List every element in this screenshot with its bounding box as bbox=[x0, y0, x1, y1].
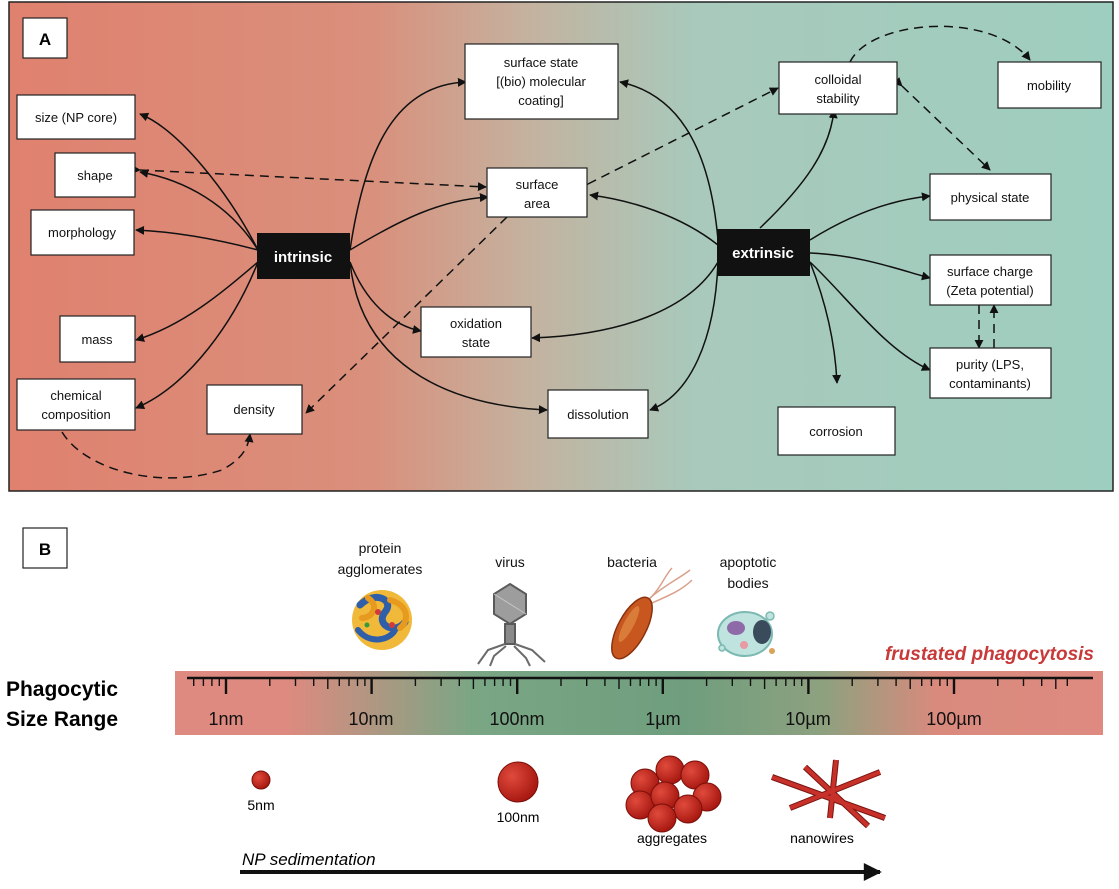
node-size: size (NP core) bbox=[35, 110, 117, 125]
node-dissolution-box bbox=[547, 389, 649, 439]
node-physical-state-box bbox=[929, 173, 1052, 221]
dashed-arrow-colloidal-physical bbox=[893, 77, 991, 171]
arrow-extrinsic-dissolution bbox=[649, 261, 719, 412]
node-surface-charge-line-2: (Zeta potential) bbox=[946, 283, 1033, 298]
node-surface-area-line-1: surface bbox=[516, 177, 559, 192]
particle-5nm-label: 5nm bbox=[247, 797, 274, 813]
panel-a-label: A bbox=[39, 30, 51, 49]
hub-intrinsic-box bbox=[257, 233, 350, 279]
particle-100nm-label: 100nm bbox=[497, 809, 540, 825]
scale-ticks bbox=[192, 678, 1069, 694]
node-size-box bbox=[16, 94, 136, 140]
dashed-arrow-chemical-density bbox=[61, 431, 254, 479]
dashed-arrow-shape-surface-area bbox=[131, 165, 487, 192]
scale-label-10um: 10µm bbox=[785, 709, 830, 729]
virus-icon bbox=[477, 582, 546, 667]
axis-title-line-1: Phagocytic bbox=[6, 678, 118, 701]
node-density: density bbox=[233, 402, 275, 417]
node-purity-line-2: contaminants) bbox=[949, 376, 1031, 391]
scale-label-1um: 1µm bbox=[645, 709, 680, 729]
node-colloidal-line-2: stability bbox=[816, 91, 860, 106]
node-purity-line-1: purity (LPS, bbox=[956, 357, 1024, 372]
scale-label-10nm: 10nm bbox=[348, 709, 393, 729]
entity-apoptotic-line-1: apoptotic bbox=[720, 554, 777, 570]
node-shape: shape bbox=[77, 168, 112, 183]
node-surface-state-box bbox=[464, 43, 619, 120]
arrow-extrinsic-physical bbox=[809, 192, 931, 241]
frustrated-phagocytosis-label: frustated phagocytosis bbox=[885, 644, 1094, 665]
nanowire-bundle bbox=[770, 759, 887, 829]
arrow-extrinsic-purity bbox=[809, 261, 931, 371]
node-shape-box bbox=[54, 152, 136, 198]
apoptotic-body-icon bbox=[717, 611, 775, 657]
dashed-arrow-surface-area-density bbox=[305, 208, 516, 414]
node-dissolution: dissolution bbox=[567, 407, 628, 422]
size-range-bar bbox=[175, 671, 1103, 735]
node-chemical-composition-box bbox=[16, 378, 136, 431]
dashed-arrow-surface-area-colloidal bbox=[578, 87, 779, 192]
node-morphology-box bbox=[30, 209, 135, 256]
hub-extrinsic-box bbox=[717, 229, 810, 276]
dashed-arrow-colloidal-mobility bbox=[849, 25, 1031, 63]
node-surface-state-line-2: [(bio) molecular bbox=[496, 74, 586, 89]
entity-apoptotic-line-2: bodies bbox=[727, 575, 768, 591]
sedimentation-label: NP sedimentation bbox=[242, 850, 376, 869]
arrow-intrinsic-morphology bbox=[135, 225, 259, 251]
arrow-extrinsic-surface-area bbox=[589, 191, 719, 246]
node-surface-state-line-3: coating] bbox=[518, 93, 564, 108]
arrow-extrinsic-surface-charge bbox=[809, 252, 931, 281]
node-chemical-line-1: chemical bbox=[50, 388, 101, 403]
node-oxidation-state-box bbox=[420, 306, 532, 358]
particle-100nm bbox=[497, 761, 539, 803]
node-oxidation-line-1: oxidation bbox=[450, 316, 502, 331]
node-chemical-line-2: composition bbox=[41, 407, 110, 422]
aggregates-label: aggregates bbox=[637, 830, 707, 846]
entity-protein-line-2: agglomerates bbox=[338, 561, 423, 577]
node-morphology: morphology bbox=[48, 225, 116, 240]
node-mobility-box bbox=[997, 61, 1102, 109]
panel-a: A bbox=[8, 1, 1114, 492]
node-density-box bbox=[206, 384, 303, 435]
node-oxidation-line-2: state bbox=[462, 335, 490, 350]
entity-virus: virus bbox=[495, 554, 525, 570]
axis-title-line-2: Size Range bbox=[6, 708, 118, 731]
node-corrosion-box bbox=[777, 406, 896, 456]
node-mass-box bbox=[59, 315, 136, 363]
node-mobility: mobility bbox=[1027, 78, 1072, 93]
node-physical-state: physical state bbox=[951, 190, 1030, 205]
node-surface-area-line-2: area bbox=[524, 196, 551, 211]
node-corrosion: corrosion bbox=[809, 424, 862, 439]
scale-label-100nm: 100nm bbox=[489, 709, 544, 729]
aggregate-cluster bbox=[625, 755, 722, 833]
protein-agglomerate-icon bbox=[352, 590, 412, 650]
scale-label-100um: 100µm bbox=[926, 709, 981, 729]
arrow-extrinsic-corrosion bbox=[809, 261, 842, 384]
panel-b-label: B bbox=[39, 540, 51, 559]
node-purity-box bbox=[929, 347, 1052, 399]
arrow-extrinsic-oxidation bbox=[531, 261, 719, 343]
entity-bacteria: bacteria bbox=[607, 554, 657, 570]
scale-label-1nm: 1nm bbox=[208, 709, 243, 729]
nanowires-label: nanowires bbox=[790, 830, 854, 846]
node-surface-charge-box bbox=[929, 254, 1052, 306]
panel-b: B protein agglomerates virus bacteria ap… bbox=[6, 527, 1103, 881]
hub-extrinsic: extrinsic bbox=[732, 245, 794, 262]
bacterium-icon bbox=[611, 567, 693, 660]
particle-5nm bbox=[251, 770, 271, 790]
node-mass: mass bbox=[81, 332, 113, 347]
node-colloidal-stability-box bbox=[778, 61, 898, 115]
node-surface-state-line-1: surface state bbox=[504, 55, 578, 70]
entity-protein-line-1: protein bbox=[359, 540, 402, 556]
arrow-extrinsic-colloidal bbox=[759, 109, 838, 229]
arrow-intrinsic-mass bbox=[135, 261, 259, 342]
panel-b-label-box bbox=[22, 527, 68, 569]
hub-intrinsic: intrinsic bbox=[274, 249, 332, 266]
node-surface-charge-line-1: surface charge bbox=[947, 264, 1033, 279]
node-surface-area-box bbox=[486, 167, 588, 218]
node-colloidal-line-1: colloidal bbox=[815, 72, 862, 87]
arrow-intrinsic-chemical bbox=[135, 261, 259, 409]
panel-a-label-box bbox=[22, 17, 68, 59]
